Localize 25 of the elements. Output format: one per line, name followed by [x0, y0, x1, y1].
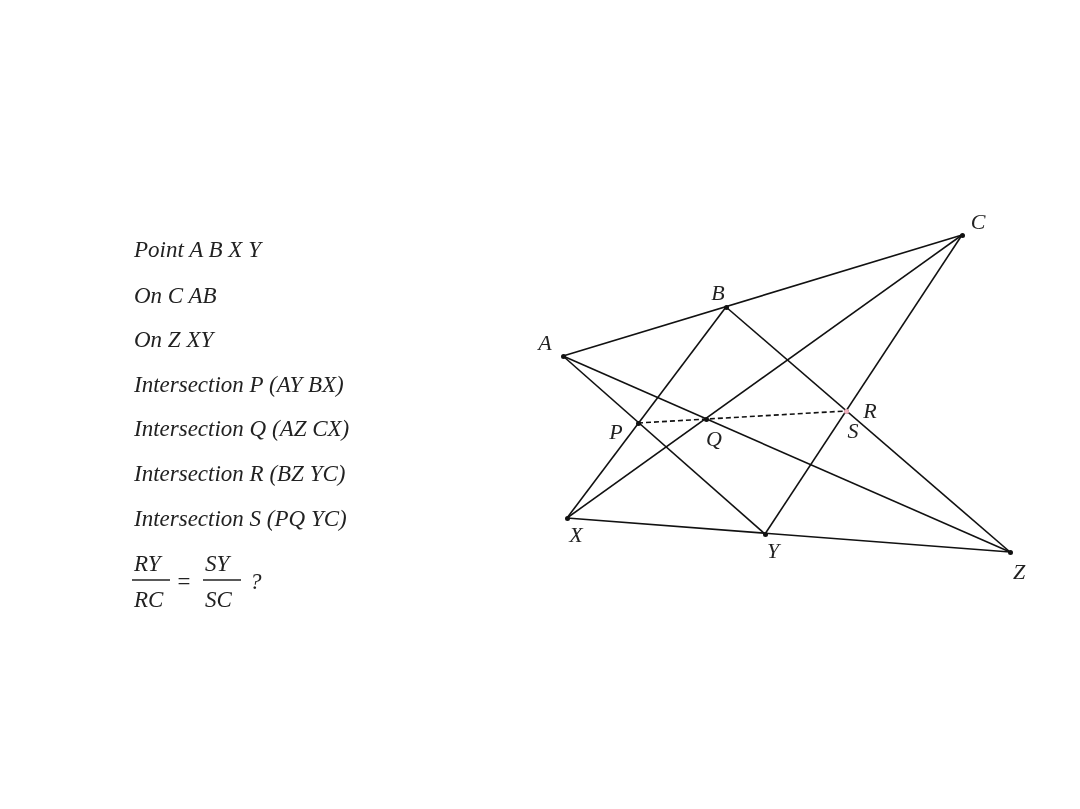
denominator: SC [205, 588, 232, 611]
labeled-point: X [564, 515, 584, 546]
numerator: SY [205, 552, 230, 575]
numerator: RY [134, 552, 161, 575]
labeled-point: Z [1007, 549, 1027, 583]
line-segment [566, 306, 727, 519]
labeled-point: C [959, 211, 986, 238]
labeled-point: Y [762, 531, 781, 562]
labeled-point: Q [703, 416, 722, 450]
denominator: RC [134, 588, 164, 611]
line-segment [764, 234, 963, 535]
construction-step: Intersection R (BZ YC) [134, 462, 346, 485]
question-mark: ? [250, 570, 262, 593]
construction-step: Intersection Q (AZ CX) [134, 417, 350, 440]
construction-step: Intersection S (PQ YC) [134, 507, 347, 530]
line-segment [566, 234, 963, 519]
construction-step: On C AB [134, 284, 217, 307]
equals-sign: = [176, 570, 192, 593]
labeled-point: P [608, 420, 641, 443]
labeled-point: S [843, 408, 861, 442]
labeled-point: A [537, 332, 566, 359]
construction-step: Point A B X Y [134, 238, 261, 261]
construction-step: On Z XY [134, 328, 214, 351]
construction-step: Intersection P (AY BX) [134, 373, 344, 396]
labeled-point: B [710, 282, 729, 310]
